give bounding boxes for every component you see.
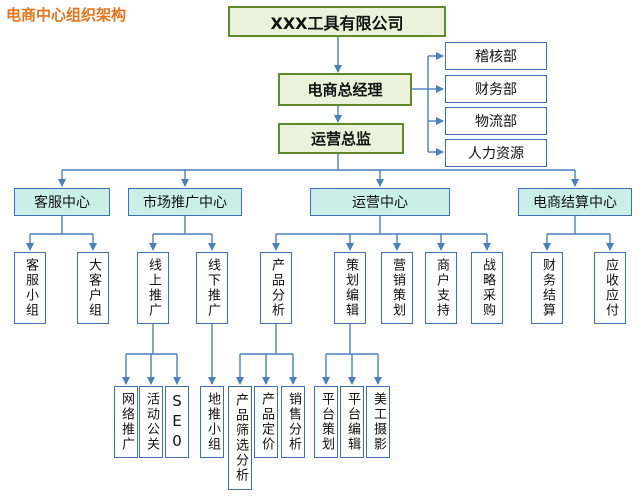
team-product-pricing: 产品定价: [254, 386, 278, 458]
diagram-title: 电商中心组织架构: [6, 6, 127, 24]
center-service-node: 客服中心: [14, 188, 110, 216]
center-marketing-node: 市场推广中心: [128, 188, 242, 216]
unit-key-accounts: 大客户组: [77, 252, 109, 324]
team-seo: SE0: [165, 386, 189, 458]
general-manager-node: 电商总经理: [278, 73, 412, 106]
unit-merchant-support: 商户支持: [425, 252, 457, 324]
unit-strategic-purchasing: 战略采购: [471, 252, 503, 324]
team-platform-planning: 平台策划: [314, 386, 338, 458]
unit-product-analysis: 产品分析: [260, 252, 292, 324]
unit-online-promotion: 线上推广: [137, 252, 169, 324]
unit-planning-editing: 策划编辑: [334, 252, 366, 324]
operations-director-node: 运营总监: [278, 123, 404, 154]
dept-finance-node: 财务部: [445, 75, 547, 103]
dept-hr-node: 人力资源: [445, 139, 547, 167]
team-product-screening: 产品筛选分析: [228, 386, 252, 490]
unit-financial-settlement: 财务结算: [531, 252, 563, 324]
dept-audit-node: 稽核部: [445, 42, 547, 70]
team-online-marketing: 网络推广: [114, 386, 138, 458]
company-node: XXX工具有限公司: [228, 6, 446, 37]
unit-service-team: 客服小组: [14, 252, 46, 324]
team-platform-editing: 平台编辑: [340, 386, 364, 458]
unit-offline-promotion: 线下推广: [196, 252, 228, 324]
team-art-photography: 美工摄影: [366, 386, 390, 458]
team-event-pr: 活动公关: [139, 386, 163, 458]
team-sales-analysis: 销售分析: [281, 386, 305, 458]
center-operations-node: 运营中心: [310, 188, 450, 216]
dept-logistics-node: 物流部: [445, 107, 547, 135]
center-settlement-node: 电商结算中心: [518, 188, 632, 216]
unit-receivables-payables: 应收应付: [594, 252, 626, 324]
unit-marketing-planning: 营销策划: [381, 252, 413, 324]
team-ground-promotion: 地推小组: [200, 386, 224, 458]
